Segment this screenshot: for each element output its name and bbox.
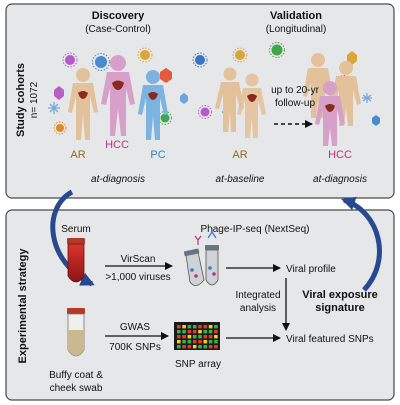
viral-featured-snps-label: Viral featured SNPs	[286, 334, 374, 345]
buffy-coat-tube-icon	[67, 308, 85, 357]
snp-array-spot	[182, 330, 186, 334]
viral-profile-label: Viral profile	[286, 264, 336, 275]
validation-label-ar: AR	[232, 149, 247, 161]
snp-array-spot	[198, 345, 202, 349]
snp-array-spot	[187, 330, 192, 334]
integrated-analysis-line2: analysis	[240, 303, 276, 314]
snp-array-icon	[174, 322, 220, 350]
snp-array-spot	[203, 335, 208, 339]
serum-label: Serum	[61, 224, 90, 235]
discovery-subtitle: (Case-Control)	[85, 24, 151, 35]
signature-to-validation-arrow	[341, 196, 382, 292]
hcc-patient-figure	[101, 55, 135, 136]
snp-array-spot	[187, 335, 192, 339]
snp-array-spot	[177, 345, 181, 349]
snp-array-spot	[192, 335, 197, 339]
snp-array-spot	[177, 330, 181, 334]
validation-caption-baseline: at-baseline	[216, 174, 265, 185]
discovery-title: Discovery	[92, 10, 145, 22]
phage-ip-seq-label: Phage-IP-seq (NextSeq)	[201, 224, 310, 235]
snp-array-spot	[198, 330, 202, 334]
pc-patient-figure	[138, 70, 168, 140]
buffy-coat-label-line2: cheek swab	[50, 383, 103, 394]
buffy-coat-label-line1: Buffy coat &	[49, 370, 103, 381]
phage-tubes-icon	[183, 228, 219, 286]
group-label-pc: PC	[150, 149, 165, 161]
discovery-caption: at-diagnosis	[91, 174, 145, 185]
signature-label-line2: signature	[315, 302, 365, 314]
validation-caption-diagnosis: at-diagnosis	[313, 174, 367, 185]
followup-label-line2: follow-up	[275, 98, 315, 109]
snp-array-spot	[192, 330, 197, 334]
snp-array-spot	[182, 340, 186, 344]
snp-array-spot	[187, 340, 192, 344]
signature-label-line1: Viral exposure	[302, 289, 378, 301]
integrated-analysis-line1: Integrated	[235, 290, 280, 301]
snp-array-spot	[214, 340, 218, 344]
virscan-label: VirScan	[121, 254, 156, 265]
diagnosis-figure-group	[303, 53, 361, 146]
snp-array-spot	[192, 345, 197, 349]
study-cohorts-label: Study cohorts	[15, 63, 27, 137]
snp-array-spot	[203, 325, 208, 329]
snp-array-spot	[214, 330, 218, 334]
snp-array-spot	[214, 325, 218, 329]
group-label-ar: AR	[70, 149, 85, 161]
snp-array-spot	[208, 330, 213, 334]
serum-tube-icon	[67, 238, 85, 283]
snp-array-spot	[214, 335, 218, 339]
snp-array-spot	[187, 345, 192, 349]
validation-subtitle: (Longitudinal)	[266, 24, 327, 35]
snp-array-spot	[203, 340, 208, 344]
snp-array-spot	[208, 340, 213, 344]
snp-array-spot	[208, 345, 213, 349]
group-label-hcc: HCC	[105, 139, 129, 151]
snp-array-spot	[177, 340, 181, 344]
snp-array-spot	[182, 345, 186, 349]
snp-array-label: SNP array	[175, 359, 221, 370]
virus-count-label: >1,000 viruses	[105, 272, 170, 283]
snp-array-spot	[198, 335, 202, 339]
ar-patient-figure	[68, 68, 98, 140]
experimental-strategy-panel	[5, 209, 395, 401]
study-cohorts-panel	[5, 3, 395, 199]
validation-label-hcc: HCC	[328, 149, 352, 161]
snp-array-spot	[187, 325, 192, 329]
validation-title: Validation	[270, 10, 322, 22]
snp-array-spot	[182, 325, 186, 329]
snp-array-spot	[208, 335, 213, 339]
snp-array-spot	[177, 335, 181, 339]
snp-array-spot	[192, 340, 197, 344]
snp-array-spot	[203, 345, 208, 349]
snp-array-spot	[198, 340, 202, 344]
cohort-size-label: n= 1072	[29, 81, 40, 118]
experimental-strategy-label: Experimental strategy	[17, 248, 29, 364]
gwas-label: GWAS	[120, 322, 151, 333]
snp-array-spot	[208, 325, 213, 329]
baseline-figure-group	[215, 67, 266, 138]
followup-label-line1: up to 20-yr	[271, 85, 319, 96]
snp-array-spot	[214, 345, 218, 349]
snp-array-spot	[182, 335, 186, 339]
snp-array-spot	[177, 325, 181, 329]
snp-count-label: 700K SNPs	[109, 342, 161, 353]
snp-array-spot	[198, 325, 202, 329]
snp-array-spot	[203, 330, 208, 334]
snp-array-spot	[192, 325, 197, 329]
